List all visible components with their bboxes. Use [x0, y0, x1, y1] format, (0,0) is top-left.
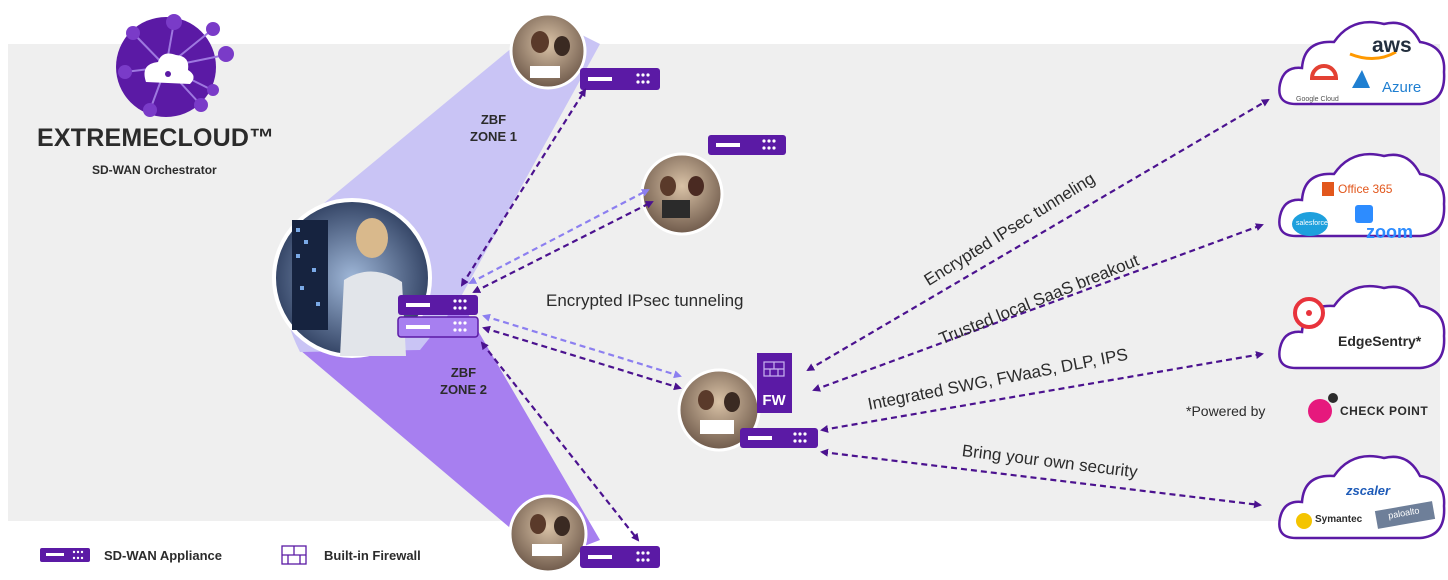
saas-cloud-icon: [1278, 152, 1446, 238]
legend-appliance-icon: [40, 548, 90, 562]
appliance-hq-icon: [397, 295, 479, 338]
symantec-text: Symantec: [1315, 514, 1363, 525]
edgesentry-text: EdgeSentry*: [1338, 333, 1422, 349]
branch-photo-top: [509, 12, 587, 90]
legend-appliance-label: SD-WAN Appliance: [104, 548, 222, 563]
powered-by-text: *Powered by: [1186, 403, 1266, 419]
arrow-public-cloud: [806, 98, 1270, 372]
center-tunnel-label: Encrypted IPsec tunneling: [546, 291, 744, 310]
branch-photo-firewall: [677, 368, 761, 452]
legend-firewall-icon: [281, 545, 307, 565]
appliance-bottom-icon: [580, 546, 660, 568]
firewall-badge-icon: FW: [757, 353, 792, 413]
branch-photo-bottom: [508, 494, 588, 574]
arrow-byos: [820, 448, 1262, 509]
arrow-zone2-bottom: [480, 341, 640, 542]
extremecloud-logo-icon: [116, 14, 234, 117]
zone2-label: ZBF ZONE 2: [440, 364, 487, 398]
firewall-badge-label: FW: [762, 392, 786, 409]
appliance-middle-icon: [708, 135, 786, 155]
legend-firewall-label: Built-in Firewall: [324, 548, 421, 563]
brand-subtitle: SD-WAN Orchestrator: [92, 163, 217, 177]
appliance-firewall-site-icon: [740, 428, 818, 448]
checkpoint-logo-icon: [1308, 393, 1338, 423]
arrow-zone1-top: [460, 88, 587, 287]
azure-logo-text: Azure: [1382, 79, 1422, 96]
public-cloud-icon: [1278, 20, 1446, 106]
checkpoint-text: CHECK POINT: [1340, 404, 1429, 418]
zone1-label: ZBF ZONE 1: [470, 111, 517, 145]
byos-cloud-icon: [1278, 454, 1446, 540]
zoom-text: zoom: [1366, 222, 1413, 242]
office365-text: Office 365: [1338, 182, 1393, 196]
appliance-top-icon: [580, 68, 660, 90]
arrow-edgesentry: [820, 351, 1264, 433]
zscaler-text: zscaler: [1346, 483, 1391, 498]
zone2-line2: ZONE 2: [440, 382, 487, 397]
zone2-line1: ZBF: [450, 365, 477, 380]
branch-photo-middle: [640, 152, 724, 236]
edgesentry-cloud-icon: [1278, 284, 1446, 370]
brand-title: EXTREMECLOUD™: [37, 124, 275, 152]
zone1-line2: ZONE 1: [470, 129, 517, 144]
hq-site-photo: [272, 198, 432, 358]
google-cloud-text: Google Cloud: [1296, 96, 1339, 103]
salesforce-text: salesforce: [1296, 220, 1328, 227]
aws-logo-text: aws: [1372, 34, 1412, 57]
zone1-line1: ZBF: [480, 112, 507, 127]
arrow-to-middle-dark: [472, 201, 654, 293]
